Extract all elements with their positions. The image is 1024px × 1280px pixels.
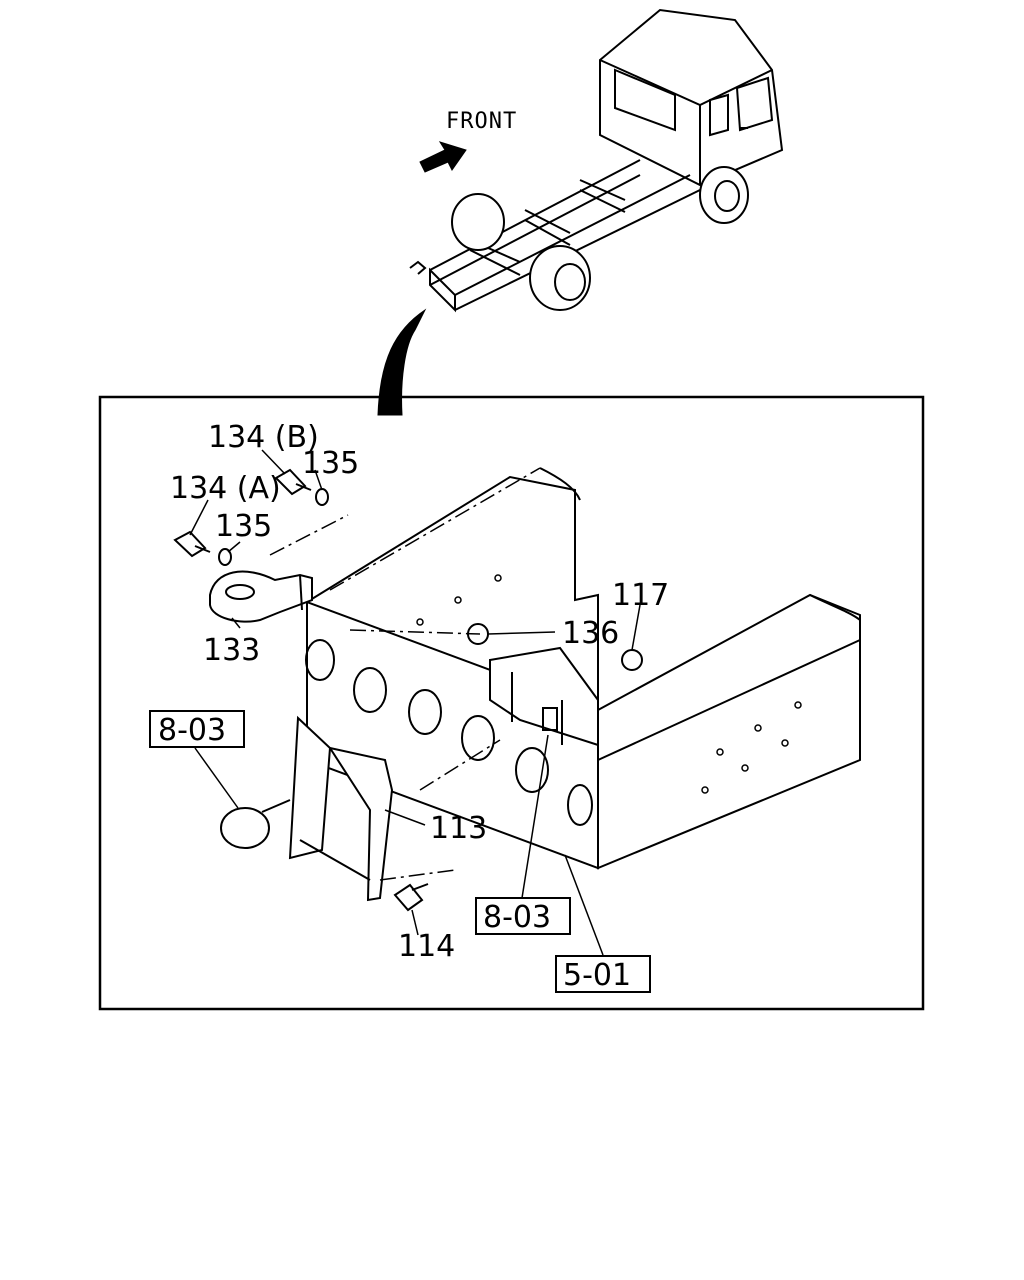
washer-135-upper — [315, 488, 329, 506]
truck-overview: FRONT — [377, 8, 784, 416]
lamp-8-03 — [220, 799, 291, 849]
front-direction-label: FRONT — [446, 109, 517, 134]
bolt-134a — [173, 530, 211, 558]
callout-135-lower: 135 — [215, 509, 272, 544]
leader-lines — [189, 449, 641, 956]
washer-135-lower — [218, 548, 232, 566]
callout-136: 136 — [562, 616, 619, 651]
svg-text:8-03: 8-03 — [483, 900, 551, 935]
callout-135-upper: 135 — [302, 446, 359, 481]
tow-hook-part — [209, 570, 313, 623]
ref-box-8-03-left: 8-03 — [149, 710, 245, 748]
ref-box-5-01: 5-01 — [555, 955, 651, 993]
callout-134a: 134 (A) — [170, 471, 281, 506]
callout-133: 133 — [203, 633, 260, 668]
callout-117: 117 — [612, 578, 669, 613]
bolt-114 — [393, 883, 429, 912]
nut-117 — [621, 649, 643, 671]
bolt-134b — [274, 468, 312, 496]
svg-text:8-03: 8-03 — [158, 713, 226, 748]
ref-box-8-03-right: 8-03 — [475, 897, 571, 935]
detail-pointer-arrow-icon — [377, 308, 427, 416]
callout-113: 113 — [430, 811, 487, 846]
front-arrow-icon — [419, 141, 467, 173]
detail-frame — [98, 395, 925, 1011]
svg-text:5-01: 5-01 — [563, 958, 631, 993]
lamp-bracket-113 — [288, 715, 394, 902]
callout-134b: 134 (B) — [208, 420, 319, 455]
callout-114: 114 — [398, 929, 455, 964]
